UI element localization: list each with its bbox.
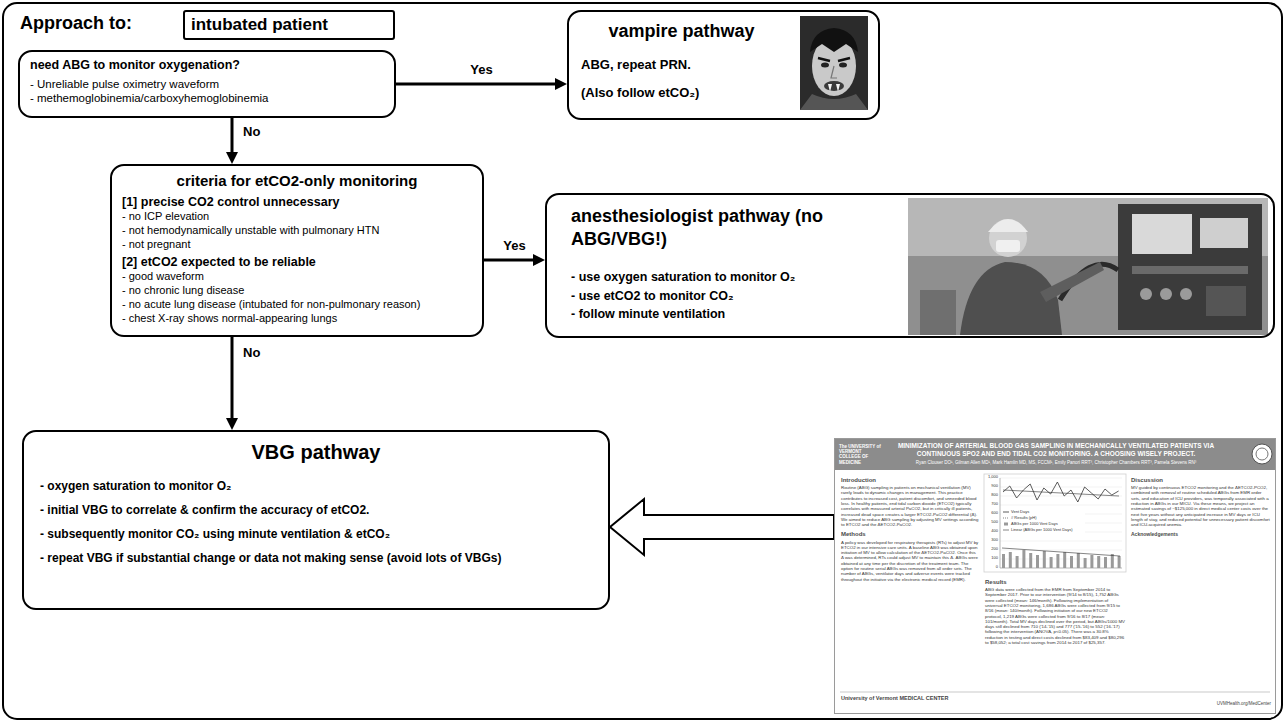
box-text: [2] etCO2 expected to be reliable <box>122 255 472 271</box>
chart-legend-text: ABGs per 1000 Vent Days <box>1011 522 1083 527</box>
poster-text: Routine (ABG) sampling in patients on me… <box>841 485 979 527</box>
poster-text: Acknowledgements <box>1131 531 1271 537</box>
edge-label: No <box>240 345 263 361</box>
box-text: - initial VBG to correlate & confirm the… <box>40 503 592 518</box>
box-text: [1] precise CO2 control unnecessary <box>122 195 472 211</box>
box-text: - not pregnant <box>122 238 472 252</box>
box-text: - not hemodynamically unstable with pulm… <box>122 224 472 238</box>
poster-column: DiscussionMV guided by continuous ETCO2 … <box>1131 477 1271 538</box>
axis-tick: 500 <box>980 520 998 525</box>
axis-tick: 900 <box>980 484 998 489</box>
vampire-portrait <box>800 16 868 110</box>
box-text: - no chronic lung disease <box>122 284 472 298</box>
poster-column: ResultsABG data were collected from the … <box>985 579 1125 649</box>
box-text: - oxygen saturation to monitor O₂ <box>40 479 592 494</box>
outer-frame <box>3 3 1282 719</box>
axis-tick: 200 <box>980 547 998 552</box>
title-box: intubated patient <box>183 10 395 40</box>
box-text: (Also follow etCO₂) <box>581 85 782 101</box>
box-text: - subsequently monitor CO₂ using minute … <box>40 527 592 542</box>
box-heading: vampire pathway <box>581 20 782 43</box>
poster-text: UVMHealth.org/MedCenter <box>1145 701 1271 707</box>
poster-text: Introduction <box>841 477 979 484</box>
box-text: - use etCO2 to monitor CO₂ <box>571 289 893 305</box>
decision-box: need ABG to monitor oxygenation? - Unreli… <box>18 50 396 118</box>
axis-tick: 700 <box>980 502 998 507</box>
no-arrow <box>231 118 234 156</box>
no-arrow <box>231 337 234 422</box>
box-text: - use oxygen saturation to monitor O₂ <box>571 270 893 286</box>
box-text: - no acute lung disease (intubated for n… <box>122 298 472 312</box>
box-heading: criteria for etCO2-only monitoring <box>122 172 472 191</box>
box-heading: intubated patient <box>191 15 387 35</box>
poster-text: Discussion <box>1131 477 1271 484</box>
poster-text: A policy was developed for respiratory t… <box>841 540 979 582</box>
poster-column: University of Vermont MEDICAL CENTER <box>841 695 971 701</box>
box-text: - chest X-ray shows normal-appearing lun… <box>122 312 472 326</box>
anesthesiologist-photo <box>908 198 1268 335</box>
axis-tick: 300 <box>980 538 998 543</box>
poster-thumbnail: The UNIVERSITY of VERMONT COLLEGE OF MED… <box>834 438 1276 714</box>
edge-label: Yes <box>467 62 495 78</box>
poster-text: Results <box>985 579 1125 586</box>
poster-column: IntroductionRoutine (ABG) sampling in pa… <box>841 477 979 586</box>
criteria-box: criteria for etCO2-only monitoring [1] pr… <box>110 164 484 337</box>
poster-column: MINIMIZATION OF ARTERIAL BLOOD GAS SAMPL… <box>885 442 1227 465</box>
poster-column: UVMHealth.org/MedCenter <box>1145 701 1271 707</box>
box-text: - good waveform <box>122 270 472 284</box>
pathway-box: vampire pathwayABG, repeat PRN. (Also fol… <box>567 10 880 120</box>
pathway-box: anesthesiologist pathway (no ABG/VBG!) - … <box>545 193 1275 338</box>
box-text: - no ICP elevation <box>122 210 472 224</box>
box-heading: need ABG to monitor oxygenation? <box>30 58 384 74</box>
axis-tick: 600 <box>980 511 998 516</box>
axis-tick: 100 <box>980 556 998 561</box>
poster-text: Ryan Clouser DO¹, Gilman Allen MD¹, Mark… <box>885 460 1227 465</box>
box-text: - methemoglobinemia/carboxyhemoglobinemi… <box>30 91 384 105</box>
pathway-box: VBG pathway - oxygen saturation to monito… <box>22 430 610 610</box>
poster-text: MINIMIZATION OF ARTERIAL BLOOD GAS SAMPL… <box>885 442 1227 458</box>
diagram-title: Approach to: <box>20 13 132 34</box>
axis-tick: 1,000 <box>980 475 998 480</box>
box-heading: anesthesiologist pathway (no ABG/VBG!) <box>571 205 841 250</box>
chart-legend-text: Vent Days <box>1011 510 1083 515</box>
box-text: - follow minute ventilation <box>571 307 893 323</box>
poster-text: ABG data were collected from the EMR fro… <box>985 587 1125 645</box>
axis-tick: 0 <box>980 565 998 570</box>
poster-text: Methods <box>841 531 979 538</box>
edge-label: No <box>240 124 263 140</box>
chart-legend-text: # Results (pH) <box>1011 516 1083 521</box>
edge-label: Yes <box>500 238 528 254</box>
poster-artwork <box>834 438 1276 692</box>
yes-arrow <box>484 259 537 262</box>
chart-legend-text: Linear (ABGs per 1000 Vent Days) <box>1011 528 1083 533</box>
axis-tick: 400 <box>980 529 998 534</box>
yes-arrow <box>396 83 559 86</box>
box-text: - Unreliable pulse oximetry waveform <box>30 77 384 91</box>
block-arrow <box>610 499 834 555</box>
poster-text: MV guided by continuous ETCO2 monitoring… <box>1131 485 1271 527</box>
box-heading: VBG pathway <box>40 440 592 465</box>
axis-tick: 800 <box>980 493 998 498</box>
poster-column: The UNIVERSITY of VERMONT COLLEGE OF MED… <box>839 444 881 465</box>
box-text: - repeat VBG if substantial change or da… <box>40 551 592 566</box>
box-text: ABG, repeat PRN. <box>581 57 782 73</box>
poster-text: The UNIVERSITY of VERMONT COLLEGE OF MED… <box>839 444 881 465</box>
poster-text: University of Vermont MEDICAL CENTER <box>841 695 971 701</box>
